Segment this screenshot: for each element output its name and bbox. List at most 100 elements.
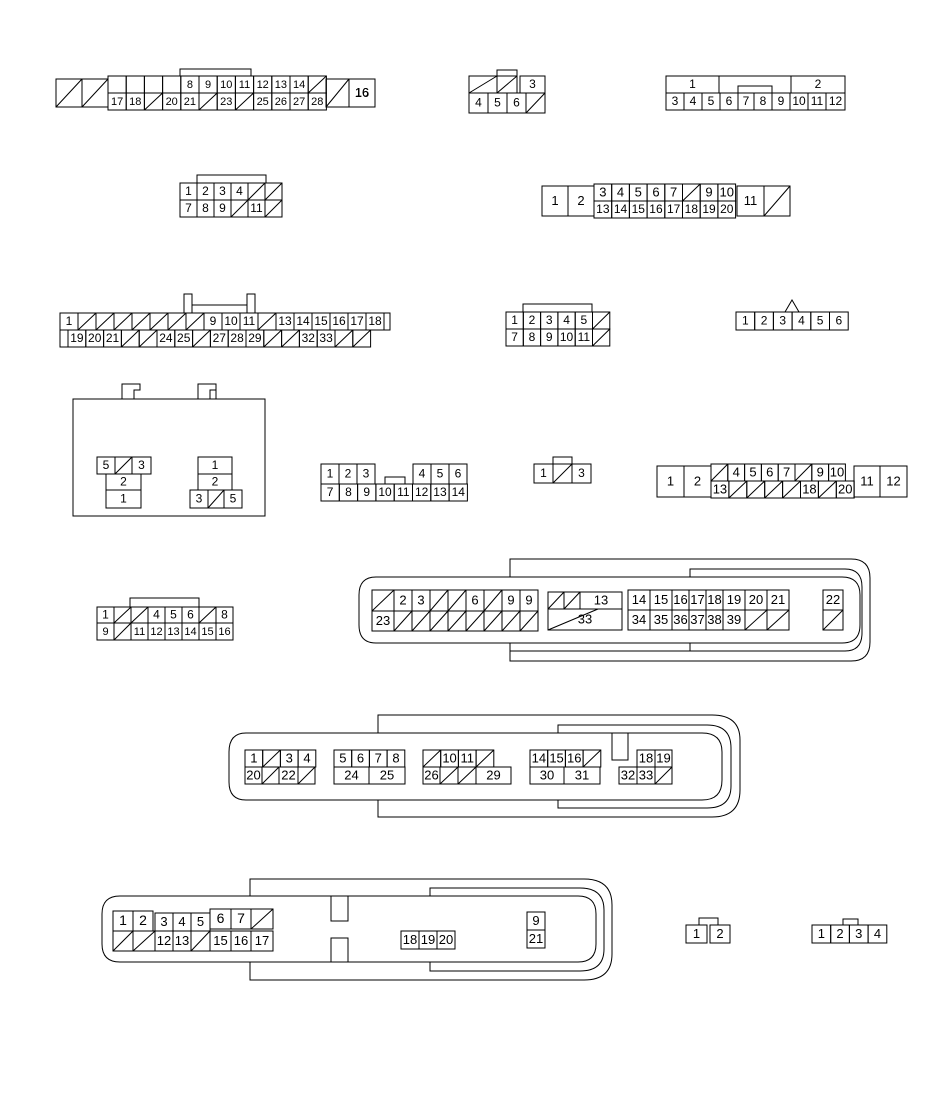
pin-cell: [766, 609, 790, 631]
pin-cell: [717, 200, 737, 219]
pin-number-label: 11: [134, 626, 145, 638]
latch: [197, 383, 217, 399]
unused-pin-slash: [744, 609, 768, 631]
pin-number-label: 5: [817, 314, 824, 328]
pin-number-label: 4: [236, 184, 243, 198]
pin-number-label: 11: [744, 193, 758, 208]
pin-number-label: 13: [594, 592, 608, 607]
unused-pin-slash: [144, 92, 163, 111]
pin-number-label: 1: [250, 750, 257, 765]
pin-number-label: 3: [546, 313, 553, 327]
unused-pin-slash: [782, 480, 801, 499]
pin-number-label: 27: [293, 96, 305, 108]
unused-pin-slash: [192, 329, 211, 348]
pin-cell: [829, 311, 849, 331]
pin-number-label: 10: [224, 314, 238, 328]
unused-pin-slash: [81, 78, 109, 108]
pin-cell: [763, 185, 791, 217]
pin-cell: [571, 463, 592, 484]
pin-number-label: 8: [760, 94, 767, 108]
pin-number-label: 3: [196, 492, 203, 506]
pin-number-label: 6: [217, 910, 225, 926]
pin-number-label: 18: [707, 592, 721, 607]
pin-number-label: 3: [672, 94, 679, 108]
pin-cell: [475, 766, 512, 785]
key-tab: [737, 85, 773, 93]
pin-number-label: 8: [202, 201, 209, 215]
pin-number-label: 13: [275, 79, 287, 91]
unused-pin-slash: [439, 766, 459, 785]
pin-number-label: 1: [511, 313, 518, 327]
connector-housing-outline: [557, 724, 732, 809]
unused-pin-slash: [55, 78, 83, 108]
pin-number-label: 3: [529, 77, 536, 91]
pin-number-label: 33: [319, 331, 333, 345]
pin-number-label: 6: [357, 750, 364, 765]
pin-number-label: 21: [529, 931, 543, 946]
unused-pin-slash: [149, 312, 169, 331]
pin-number-label: 1: [818, 926, 825, 941]
unused-pin-slash: [746, 480, 766, 499]
pin-number-label: 1: [689, 77, 696, 91]
pin-number-label: 10: [720, 184, 734, 199]
unused-pin-slash: [483, 589, 503, 612]
pin-number-label: 14: [632, 592, 646, 607]
unused-pin-slash: [307, 75, 327, 94]
pin-cell: [105, 489, 142, 509]
pin-number-label: 11: [811, 94, 824, 108]
pin-number-label: 9: [778, 94, 785, 108]
pin-number-label: 14: [296, 314, 310, 328]
pin-number-label: 11: [239, 79, 250, 91]
pin-number-label: 2: [399, 592, 406, 607]
unused-pin-slash: [818, 480, 837, 499]
pin-number-label: 10: [560, 330, 574, 344]
pin-number-label: 6: [187, 608, 194, 622]
unused-pin-slash: [552, 463, 573, 484]
pin-number-label: 1: [185, 184, 192, 198]
unused-pin-slash: [261, 766, 280, 785]
unused-pin-slash: [95, 312, 115, 331]
unused-pin-slash: [371, 589, 395, 612]
pin-number-label: 7: [237, 910, 245, 926]
pin-number-label: 12: [415, 485, 429, 499]
pin-number-label: 8: [529, 330, 536, 344]
pin-number-label: 1: [540, 466, 547, 480]
pin-number-label: 37: [690, 612, 704, 627]
unused-pin-slash: [352, 329, 371, 348]
key-tab: [552, 456, 573, 464]
pin-cell: [352, 329, 372, 348]
pin-number-label: 4: [690, 94, 697, 108]
pin-number-label: 30: [540, 767, 554, 782]
pin-number-label: 14: [452, 485, 466, 499]
pin-number-label: 3: [599, 184, 606, 199]
unused-pin-slash: [113, 312, 133, 331]
pin-number-label: 5: [635, 184, 642, 199]
pin-number-label: 12: [886, 473, 900, 488]
pin-cell: [525, 92, 546, 114]
pin-number-label: 24: [344, 767, 358, 782]
unused-pin-slash: [114, 456, 133, 475]
unused-pin-slash: [547, 608, 599, 631]
key-tab: [784, 299, 800, 313]
pin-number-label: 25: [380, 767, 394, 782]
pin-number-label: 5: [170, 608, 177, 622]
unused-pin-slash: [592, 311, 611, 330]
pin-number-label: 1: [551, 193, 558, 208]
pin-number-label: 5: [581, 313, 588, 327]
unused-pin-slash: [121, 329, 140, 348]
pin-number-label: 29: [486, 767, 500, 782]
pin-number-label: 2: [577, 193, 584, 208]
unused-pin-slash: [112, 930, 134, 952]
pin-number-label: 3: [417, 592, 424, 607]
pin-number-label: 11: [397, 485, 410, 499]
pin-number-label: 9: [525, 592, 532, 607]
pin-number-label: 23: [376, 613, 390, 628]
pin-number-label: 5: [103, 458, 110, 472]
pin-number-label: 10: [220, 79, 232, 91]
pin-number-label: 2: [761, 314, 768, 328]
pin-cell: [519, 610, 539, 632]
pin-cell: [436, 930, 456, 950]
pin-number-label: 16: [355, 86, 369, 100]
pin-number-label: 3: [779, 314, 786, 328]
